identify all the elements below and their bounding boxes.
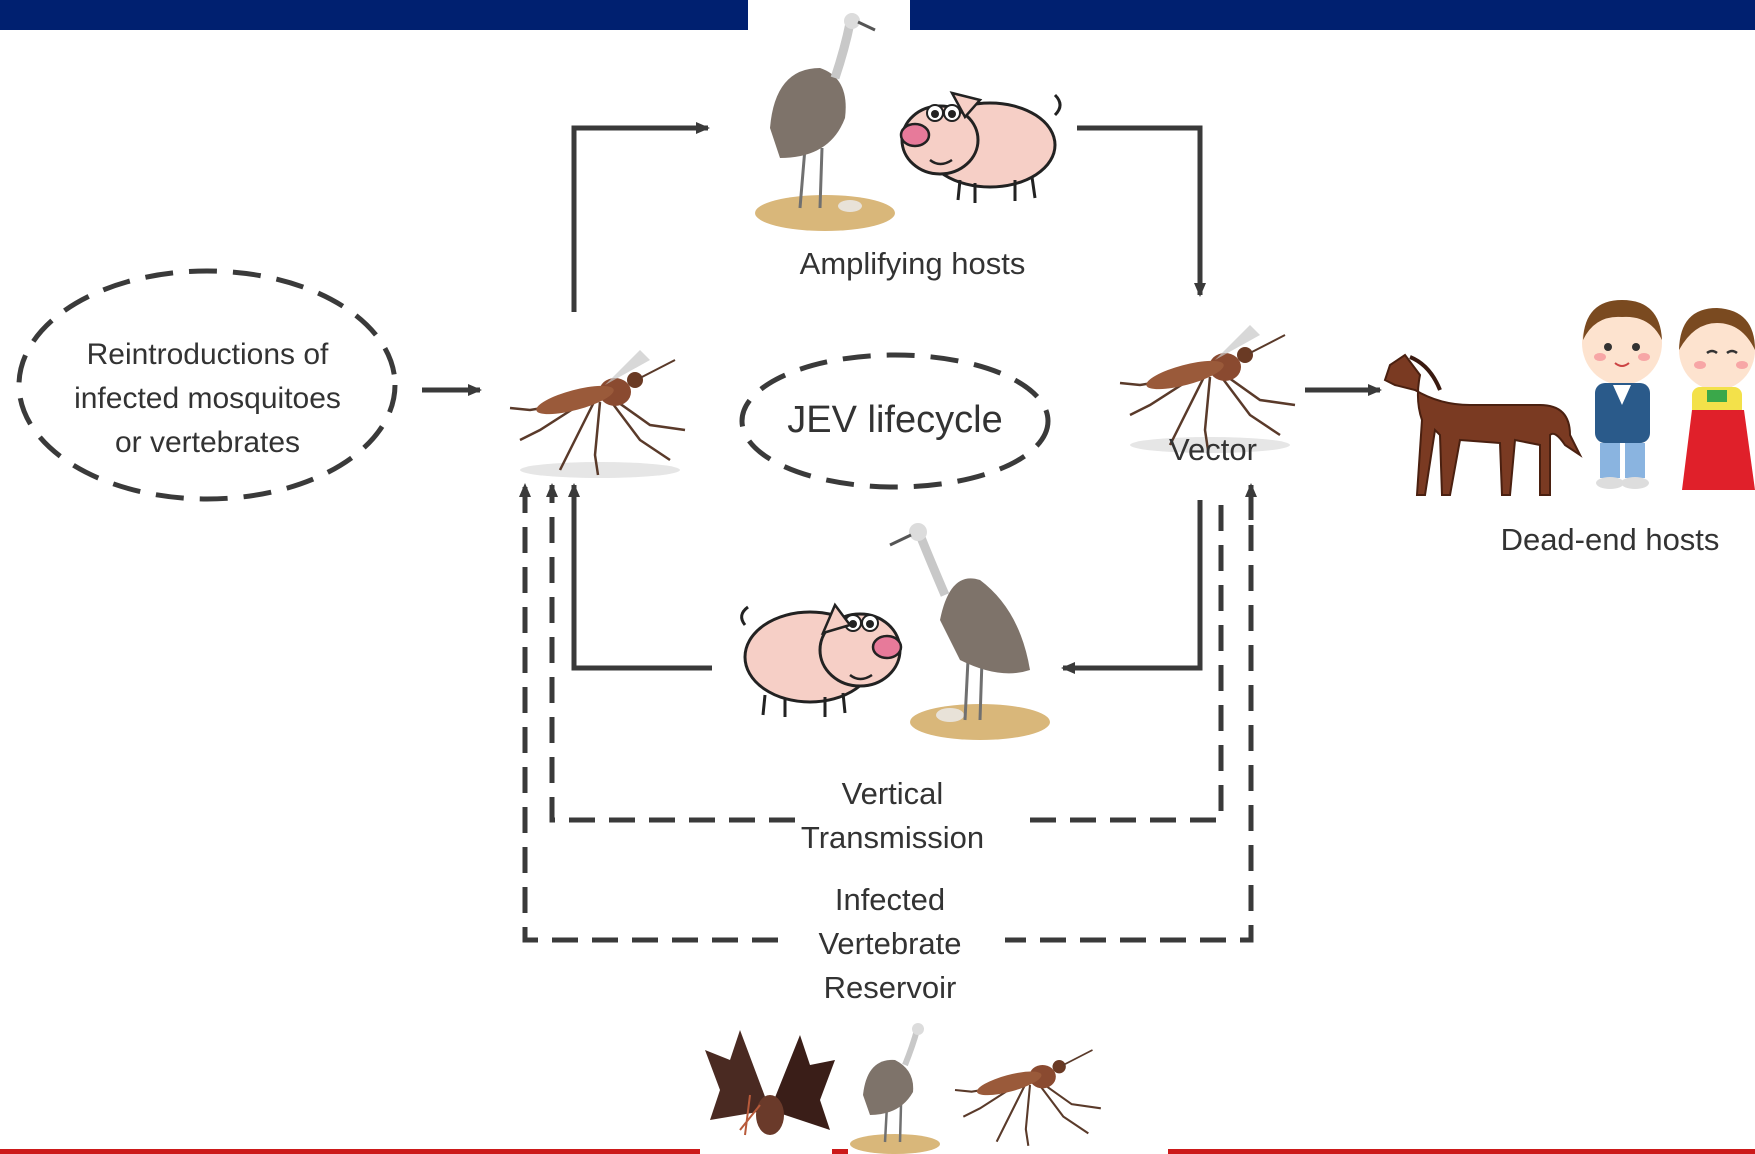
- arrow-vector-to-hosts: [1063, 500, 1200, 668]
- dead-end-hosts-label: Dead-end hosts: [1470, 518, 1750, 562]
- reintroductions-line-1: Reintroductions of: [40, 333, 375, 377]
- arrow-amplifying-to-vector: [1077, 128, 1200, 295]
- girl-icon: [1672, 305, 1755, 490]
- amplifying-hosts-label: Amplifying hosts: [770, 242, 1055, 286]
- arrow-mosquito-to-amplifying: [574, 128, 708, 312]
- crane-icon: [880, 510, 1050, 745]
- reservoir-line-2: Vertebrate: [770, 922, 1010, 966]
- vertical-line-1: Vertical: [770, 772, 1015, 816]
- crane-icon: [845, 1020, 945, 1154]
- horse-icon: [1380, 335, 1585, 505]
- pig-icon: [890, 85, 1065, 205]
- crane-icon: [750, 8, 900, 233]
- jev-lifecycle-label: JEV lifecycle: [765, 398, 1025, 442]
- reintroductions-line-3: or vertebrates: [40, 421, 375, 465]
- boy-icon: [1575, 295, 1670, 490]
- bat-icon: [700, 1020, 840, 1150]
- mosquito-icon: [500, 330, 700, 480]
- reintroductions-label: Reintroductions of infected mosquitoes o…: [40, 333, 375, 465]
- vertebrate-reservoir-label: Infected Vertebrate Reservoir: [770, 878, 1010, 1010]
- mosquito-icon: [945, 1025, 1115, 1150]
- arrow-hosts-to-mosquito: [574, 485, 712, 668]
- reservoir-line-3: Reservoir: [770, 966, 1010, 1010]
- vertical-line-2: Transmission: [770, 816, 1015, 860]
- vector-label: Vector: [1148, 428, 1278, 472]
- vertical-transmission-label: Vertical Transmission: [770, 772, 1015, 860]
- reintroductions-line-2: infected mosquitoes: [40, 377, 375, 421]
- reservoir-line-1: Infected: [770, 878, 1010, 922]
